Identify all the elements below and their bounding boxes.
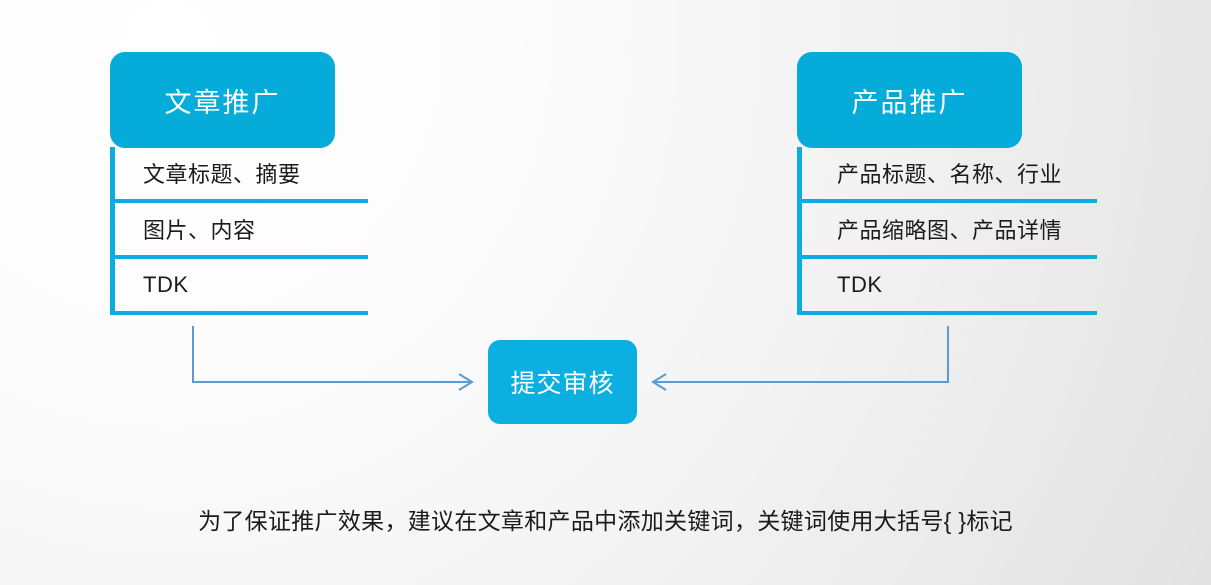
submit-review-node[interactable]: 提交审核 <box>488 340 637 424</box>
arrow-article-to-submit-line <box>192 326 470 383</box>
list-item-label: 图片、内容 <box>143 218 256 243</box>
arrow-product-to-submit-line <box>655 326 949 383</box>
list-item-label: TDK <box>143 272 189 297</box>
list-item[interactable]: 图片、内容 <box>115 203 368 259</box>
caption-text: 为了保证推广效果，建议在文章和产品中添加关键词，关键词使用大括号{ }标记 <box>198 508 1013 534</box>
column-product-list: 产品标题、名称、行业 产品缩略图、产品详情 TDK <box>797 147 1097 315</box>
arrow-article-to-submit-head <box>458 373 474 391</box>
list-item[interactable]: 产品缩略图、产品详情 <box>802 203 1097 259</box>
list-item[interactable]: 文章标题、摘要 <box>115 147 368 203</box>
list-item-label: 文章标题、摘要 <box>143 162 301 187</box>
submit-review-label: 提交审核 <box>510 370 615 398</box>
list-item[interactable]: TDK <box>802 259 1097 315</box>
column-product-header[interactable]: 产品推广 <box>797 52 1022 148</box>
list-item[interactable]: TDK <box>115 259 368 315</box>
column-article-header[interactable]: 文章推广 <box>110 52 335 148</box>
list-item[interactable]: 产品标题、名称、行业 <box>802 147 1097 203</box>
column-article-list: 文章标题、摘要 图片、内容 TDK <box>110 147 368 315</box>
column-article-promotion: 文章推广 文章标题、摘要 图片、内容 TDK <box>110 52 368 315</box>
column-product-promotion: 产品推广 产品标题、名称、行业 产品缩略图、产品详情 TDK <box>797 52 1097 315</box>
list-item-label: TDK <box>837 272 883 297</box>
arrow-product-to-submit-head <box>651 373 667 391</box>
list-item-label: 产品标题、名称、行业 <box>837 162 1063 187</box>
list-item-label: 产品缩略图、产品详情 <box>837 218 1063 243</box>
